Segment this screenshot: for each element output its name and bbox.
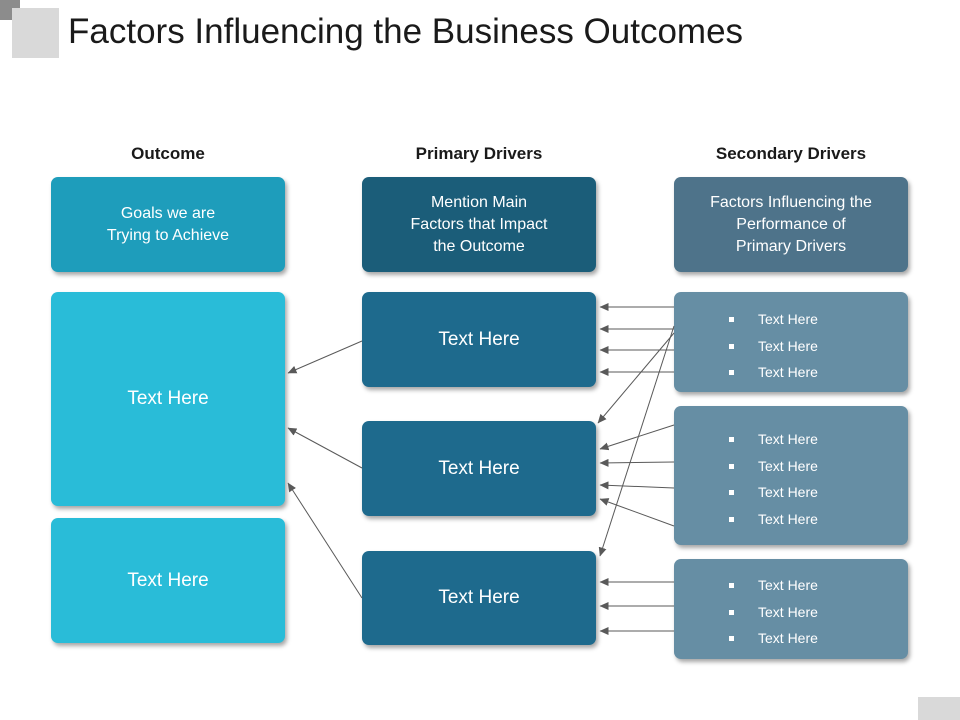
primary-driver-2-label: Text Here: [438, 457, 520, 479]
list-item-label: Text Here: [758, 510, 818, 527]
outcome-box-2-label: Text Here: [127, 569, 209, 591]
outcome-header-text: Goals we are Trying to Achieve: [106, 204, 230, 244]
secondary-header-box: Factors Influencing the Performance of P…: [674, 177, 908, 272]
list-item: Text Here: [729, 333, 818, 360]
bullet-icon: [729, 516, 734, 522]
arrow-secondary2-line3: [599, 481, 675, 490]
list-item: Text Here: [729, 625, 818, 652]
column-header-secondary-drivers: Secondary Drivers: [715, 144, 867, 163]
primary-header-text: Mention Main Factors that Impact the Out…: [410, 193, 548, 255]
column-header-primary-drivers: Primary Drivers: [415, 144, 543, 163]
corner-decoration-bottom-right: [918, 697, 960, 720]
list-item-label: Text Here: [758, 577, 818, 593]
primary-driver-box-3: Text Here: [362, 551, 596, 645]
secondary-driver-box-3: Text Here Text Here Text Here: [674, 559, 908, 659]
arrow-primary1-to-outcome: [287, 340, 363, 374]
secondary-driver-box-2: Text Here Text Here Text Here Text Here: [674, 406, 908, 545]
list-item-label: Text Here: [758, 603, 818, 620]
outcome-box-2: Text Here: [51, 518, 285, 643]
list-item: Text Here: [729, 479, 818, 506]
arrow-primary2-to-outcome: [287, 427, 363, 469]
list-item-label: Text Here: [758, 457, 818, 474]
list-item-label: Text Here: [758, 364, 818, 380]
bullet-icon: [729, 437, 734, 442]
list-item: Text Here: [729, 426, 818, 453]
arrow-secondary2-line2: [599, 458, 675, 467]
primary-driver-3-label: Text Here: [438, 587, 520, 608]
page-title: Factors Influencing the Business Outcome…: [68, 12, 744, 51]
list-item: Text Here: [729, 306, 818, 333]
secondary-driver-list-1: Text Here Text Here Text Here: [729, 306, 818, 386]
bullet-icon: [729, 370, 734, 375]
primary-driver-box-1: Text Here: [362, 292, 596, 387]
arrow-secondary1-to-primary2: [597, 332, 675, 424]
primary-driver-1-label: Text Here: [438, 328, 520, 350]
list-item: Text Here: [729, 506, 818, 533]
bullet-icon: [729, 583, 734, 588]
bullet-icon: [729, 490, 734, 495]
outcome-header-box: Goals we are Trying to Achieve: [51, 177, 285, 272]
arrow-secondary2-line4: [599, 498, 675, 527]
outcome-box-1: Text Here: [51, 292, 285, 506]
corner-decoration-top-left-light: [12, 8, 59, 58]
list-item-label: Text Here: [758, 484, 818, 500]
arrow-secondary2-line1: [599, 424, 675, 451]
arrow-secondary1-to-primary3: [598, 325, 675, 557]
bullet-icon: [729, 343, 734, 349]
secondary-driver-box-1: Text Here Text Here Text Here: [674, 292, 908, 392]
column-header-outcome: Outcome: [131, 144, 205, 163]
outcome-box-1-label: Text Here: [127, 388, 209, 409]
secondary-driver-list-3: Text Here Text Here Text Here: [729, 572, 818, 652]
primary-driver-box-2: Text Here: [362, 421, 596, 516]
list-item: Text Here: [729, 359, 818, 386]
list-item-label: Text Here: [758, 431, 818, 447]
bullet-icon: [729, 609, 734, 615]
bullet-icon: [729, 317, 734, 322]
list-item-label: Text Here: [758, 337, 818, 354]
list-item: Text Here: [729, 453, 818, 480]
list-item: Text Here: [729, 572, 818, 599]
secondary-header-text: Factors Influencing the Performance of P…: [710, 193, 872, 255]
arrow-primary3-to-outcome: [287, 482, 363, 599]
list-item-label: Text Here: [758, 630, 818, 646]
bullet-icon: [729, 636, 734, 641]
list-item: Text Here: [729, 599, 818, 626]
list-item-label: Text Here: [758, 311, 818, 327]
bullet-icon: [729, 463, 734, 469]
primary-header-box: Mention Main Factors that Impact the Out…: [362, 177, 596, 272]
secondary-driver-list-2: Text Here Text Here Text Here Text Here: [729, 426, 818, 532]
